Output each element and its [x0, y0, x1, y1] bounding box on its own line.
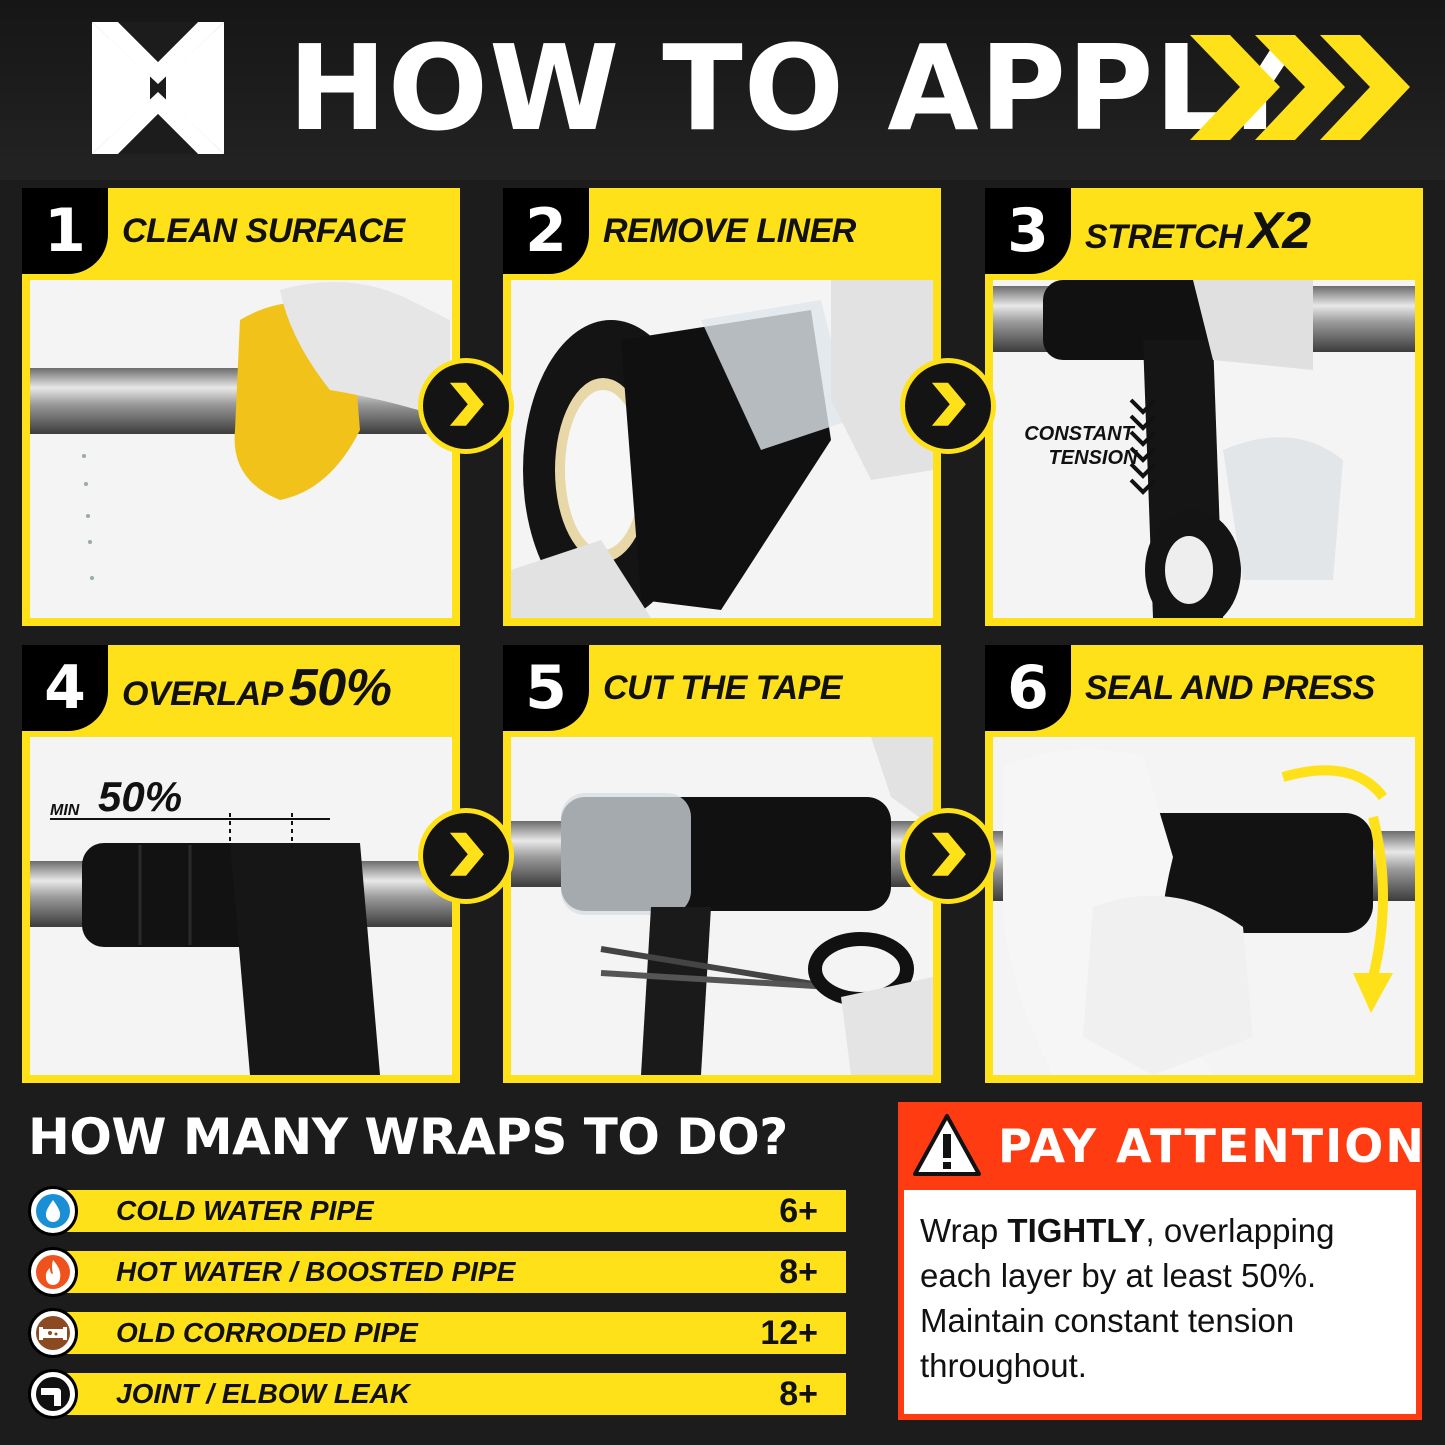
- attention-title: PAY ATTENTION: [998, 1119, 1426, 1173]
- min-50-percent-note: 50%: [98, 773, 182, 820]
- step-2-card: 2 REMOVE LINER: [503, 188, 941, 626]
- step-5-card: 5 CUT THE TAPE: [503, 645, 941, 1083]
- step-number: 2: [503, 188, 589, 274]
- wrap-row-hot-water: HOT WATER / BOOSTED PIPE 8+: [28, 1247, 846, 1297]
- step-number: 3: [985, 188, 1071, 274]
- next-arrow-icon: [900, 808, 996, 904]
- wrap-row-cold-water: COLD WATER PIPE 6+: [28, 1186, 846, 1236]
- step-label: CLEAN SURFACE: [122, 212, 405, 250]
- attention-text: Wrap TIGHTLY, overlapping each layer by …: [904, 1190, 1416, 1414]
- elbow-pipe-icon: [28, 1369, 78, 1419]
- step-5-photo: [511, 737, 933, 1075]
- svg-text:MIN: MIN: [50, 802, 80, 819]
- corroded-pipe-icon: [28, 1308, 78, 1358]
- step-number: 6: [985, 645, 1071, 731]
- step-1-card: 1 CLEAN SURFACE: [22, 188, 460, 626]
- next-arrow-icon: [418, 808, 514, 904]
- step-3-photo: CONSTANT TENSION: [993, 280, 1415, 618]
- warning-icon: [913, 1114, 981, 1176]
- wraps-title: HOW MANY WRAPS TO DO?: [28, 1108, 788, 1166]
- wrap-count: 8+: [779, 1253, 818, 1291]
- step-label: CUT THE TAPE: [603, 669, 842, 707]
- wrap-label: OLD CORRODED PIPE: [116, 1317, 418, 1348]
- wrap-row-joint: JOINT / ELBOW LEAK 8+: [28, 1369, 846, 1419]
- wrap-count: 6+: [779, 1192, 818, 1230]
- header: HOW TO APPLY: [0, 0, 1445, 180]
- pay-attention-box: PAY ATTENTION Wrap TIGHTLY, overlapping …: [898, 1102, 1424, 1420]
- wrap-count: 12+: [760, 1314, 818, 1352]
- step-label: SEAL AND PRESS: [1085, 669, 1375, 707]
- next-arrow-icon: [418, 358, 514, 454]
- flame-icon: [28, 1247, 78, 1297]
- wrap-label: HOT WATER / BOOSTED PIPE: [116, 1256, 516, 1287]
- step-6-photo: [993, 737, 1415, 1075]
- step-number: 5: [503, 645, 589, 731]
- next-arrow-icon: [900, 358, 996, 454]
- wrap-count: 8+: [779, 1375, 818, 1413]
- step-1-photo: [30, 280, 452, 618]
- wrap-label: COLD WATER PIPE: [116, 1195, 374, 1226]
- step-number: 4: [22, 645, 108, 731]
- bowtie-logo-icon: [92, 22, 224, 154]
- wrap-row-corroded: OLD CORRODED PIPE 12+: [28, 1308, 846, 1358]
- water-drop-icon: [28, 1186, 78, 1236]
- step-4-photo: MIN 50%: [30, 737, 452, 1075]
- wrap-label: JOINT / ELBOW LEAK: [116, 1378, 410, 1409]
- page-title: HOW TO APPLY: [288, 19, 1299, 157]
- constant-tension-note: CONSTANT: [1024, 423, 1135, 445]
- step-2-photo: [511, 280, 933, 618]
- step-label: REMOVE LINER: [603, 212, 856, 250]
- triple-chevron-icon: [1190, 35, 1410, 140]
- step-number: 1: [22, 188, 108, 274]
- svg-text:TENSION: TENSION: [1049, 447, 1138, 469]
- step-6-card: 6 SEAL AND PRESS: [985, 645, 1423, 1083]
